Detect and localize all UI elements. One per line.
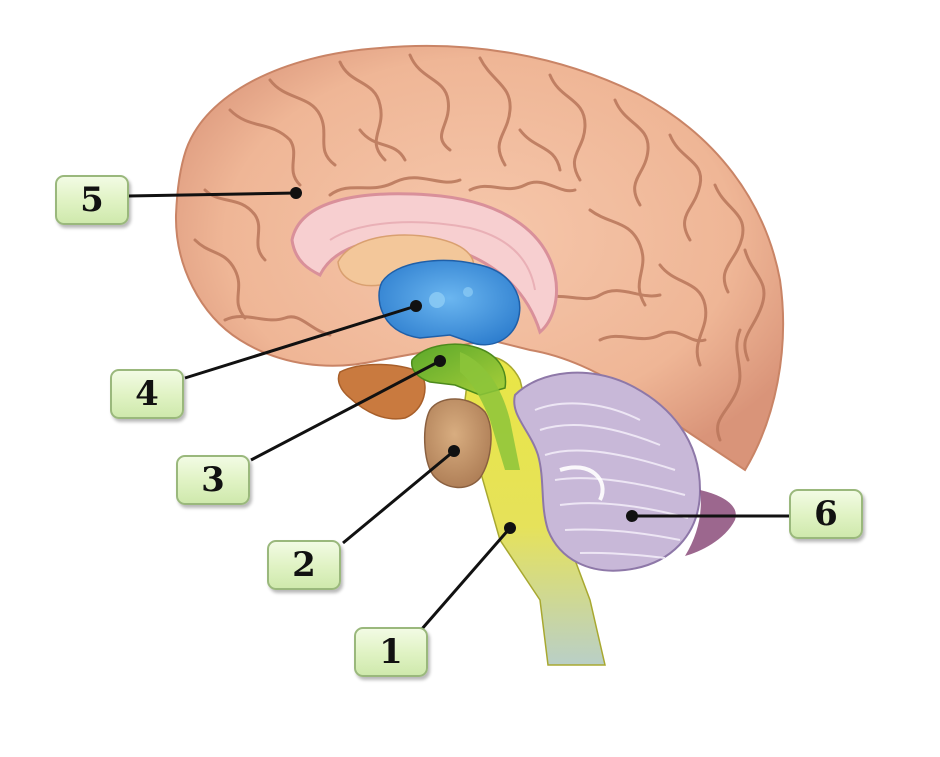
label-6: 6 <box>789 489 863 539</box>
label-3: 3 <box>176 455 250 505</box>
label-5: 5 <box>55 175 129 225</box>
label-2: 2 <box>267 540 341 590</box>
sulci-lines <box>193 53 766 442</box>
leader-dots <box>290 187 638 534</box>
fornix-area <box>337 234 475 287</box>
thalamus-shape <box>378 259 521 346</box>
label-1: 1 <box>354 627 428 677</box>
pons-shape <box>423 398 492 489</box>
cerebellum-shape <box>513 371 702 572</box>
label-4: 4 <box>110 369 184 419</box>
leader-lines <box>127 191 789 631</box>
cerebellum-folia <box>534 402 689 559</box>
